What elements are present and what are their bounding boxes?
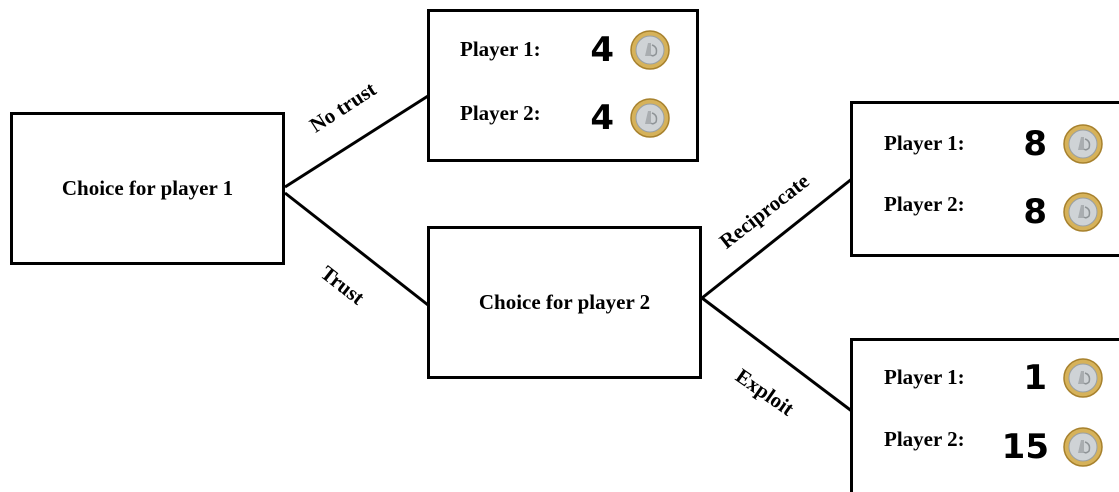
outcome-exploit: Player 1: 1 Player 2: 15 — [850, 338, 1119, 492]
payoff-label: Player 1: — [460, 37, 541, 61]
payoff-value: 1 — [1023, 358, 1047, 398]
player2-choice-label: Choice for player 2 — [478, 290, 651, 314]
payoff-row-player2: Player 2: 8 — [853, 192, 1119, 232]
payoff-value: 8 — [1023, 124, 1047, 164]
euro-coin-icon — [1063, 427, 1103, 467]
payoff-value: 8 — [1023, 192, 1047, 232]
outcome-no-trust: Player 1: 4 Player 2: 4 — [427, 9, 699, 162]
euro-coin-icon — [1063, 124, 1103, 164]
payoff-row-player2: Player 2: 4 — [430, 98, 696, 138]
payoff-row-player1: Player 1: 4 — [430, 30, 696, 70]
payoff-label: Player 2: — [884, 427, 965, 451]
payoff-row-player1: Player 1: 8 — [853, 124, 1119, 164]
euro-coin-icon — [1063, 192, 1103, 232]
payoff-label: Player 2: — [884, 192, 965, 216]
edge-reciprocate — [701, 176, 854, 300]
payoff-value: 4 — [590, 30, 614, 70]
payoff-row-player1: Player 1: 1 — [853, 358, 1119, 398]
player1-choice-node: Choice for player 1 — [10, 112, 285, 265]
outcome-reciprocate: Player 1: 8 Player 2: 8 — [850, 101, 1119, 257]
payoff-value: 4 — [590, 98, 614, 138]
payoff-label: Player 1: — [884, 131, 965, 155]
payoff-label: Player 2: — [460, 101, 541, 125]
edge-exploit — [701, 296, 854, 414]
edge-trust — [284, 191, 429, 307]
payoff-label: Player 1: — [884, 365, 965, 389]
player2-choice-node: Choice for player 2 — [427, 226, 702, 379]
payoff-row-player2: Player 2: 15 — [853, 427, 1119, 467]
euro-coin-icon — [1063, 358, 1103, 398]
player1-choice-label: Choice for player 1 — [61, 176, 234, 200]
edge-no-trust — [284, 94, 429, 189]
euro-coin-icon — [630, 30, 670, 70]
payoff-value: 15 — [1001, 427, 1049, 467]
euro-coin-icon — [630, 98, 670, 138]
